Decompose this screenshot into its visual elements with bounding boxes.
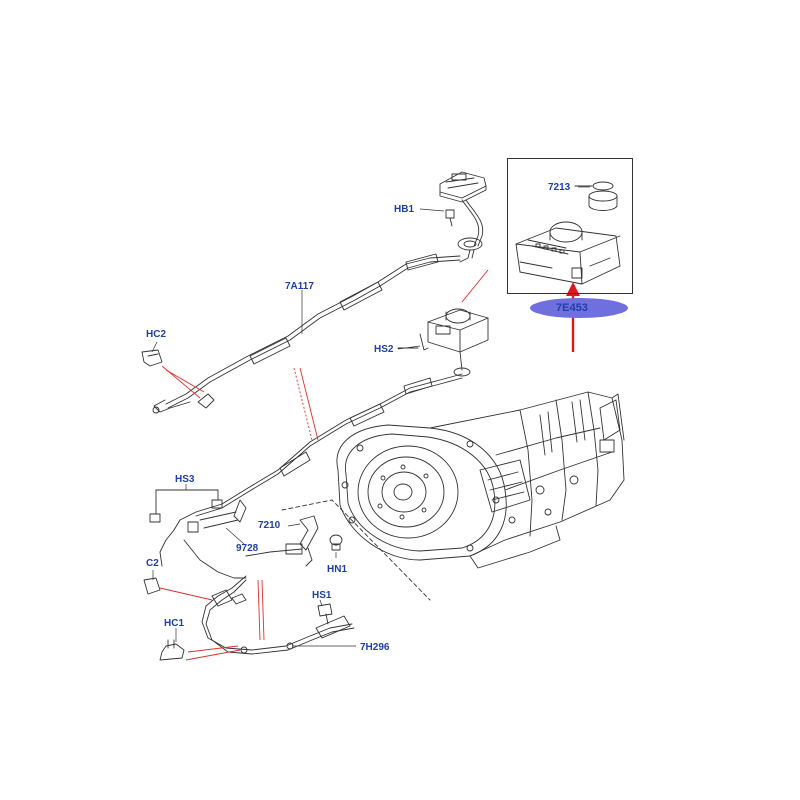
- label-hs1[interactable]: HS1: [312, 590, 332, 601]
- inset-frame: [507, 158, 633, 294]
- inset-selector-illustration: [515, 181, 621, 285]
- lower-selector-illustration: [419, 308, 489, 377]
- label-hc2[interactable]: HC2: [146, 329, 167, 340]
- label-7a117[interactable]: 7A117: [285, 281, 314, 292]
- label-hs2[interactable]: HS2: [374, 344, 394, 355]
- label-7210[interactable]: 7210: [258, 520, 281, 531]
- red-leader-lines: [159, 269, 489, 661]
- cable-7a117-illustration: [141, 253, 461, 414]
- cable-7h296-illustration: [143, 575, 355, 661]
- label-hb1[interactable]: HB1: [394, 204, 415, 215]
- transmission-illustration: [336, 391, 625, 569]
- bracket-9728-illustration: [149, 489, 343, 579]
- highlight-oval: [530, 298, 628, 318]
- mid-cable-illustration: [195, 373, 463, 517]
- label-hc1[interactable]: HC1: [164, 618, 185, 629]
- label-c2[interactable]: C2: [146, 558, 159, 569]
- label-7213[interactable]: 7213: [548, 182, 571, 193]
- label-9728[interactable]: 9728: [236, 543, 259, 554]
- label-7e453[interactable]: 7E453: [556, 302, 588, 314]
- label-7h296[interactable]: 7H296: [360, 642, 390, 653]
- label-hn1[interactable]: HN1: [327, 564, 348, 575]
- upper-selector-illustration: [439, 171, 487, 263]
- label-hs3[interactable]: HS3: [175, 474, 195, 485]
